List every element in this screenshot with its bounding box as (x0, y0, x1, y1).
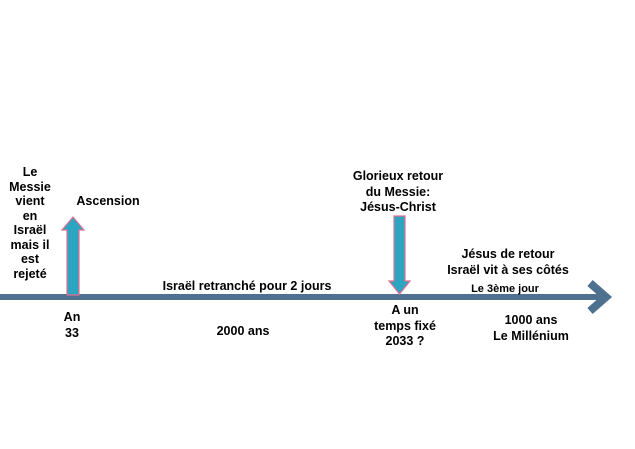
text-line: Messie (9, 179, 51, 194)
duration-2000-label: 2000 ans (216, 324, 270, 338)
text-line: Le Millénium (493, 328, 569, 343)
text-line: Le (22, 165, 38, 179)
text-line: rejeté (13, 266, 47, 281)
third-day-label: Le 3ème jour (471, 283, 539, 295)
millennium-label: 1000 ans Le Millénium (493, 313, 569, 344)
text-line: temps fixé (374, 318, 436, 333)
text-line: 1000 ans (504, 313, 558, 327)
text-line: A un (391, 303, 419, 317)
text-line: Jésus-Christ (360, 200, 436, 214)
timeline-line (0, 294, 600, 300)
text-line: Glorieux retour (352, 169, 444, 183)
messiah-rejected-label: Le Messie vient en Israël mais il est re… (9, 165, 51, 281)
text-line: 33 (65, 325, 79, 340)
israel-cut-off-label: Israël retranché pour 2 jours (162, 279, 332, 293)
ascension-up-arrow (60, 216, 86, 296)
text-line: en (22, 208, 38, 223)
text-line: Israël (13, 223, 47, 237)
jesus-back-label: Jésus de retour Israël vit à ses côtés (447, 247, 569, 278)
fixed-time-label: A un temps fixé 2033 ? (374, 303, 436, 350)
text-line: du Messie: (365, 184, 431, 199)
text-line: mais il (10, 237, 50, 252)
text-line: est (20, 252, 40, 266)
ascension-label: Ascension (76, 194, 140, 208)
text-line: 2033 ? (385, 334, 425, 348)
text-line: An (63, 310, 81, 324)
glorious-return-label: Glorieux retour du Messie: Jésus-Christ (353, 169, 443, 216)
timeline-arrowhead (587, 279, 613, 315)
text-line: vient (15, 194, 45, 208)
text-line: Jésus de retour (461, 247, 555, 261)
year-33-label: An 33 (64, 310, 81, 341)
return-down-arrow (387, 215, 412, 295)
text-line: Israël vit à ses côtés (447, 262, 569, 277)
